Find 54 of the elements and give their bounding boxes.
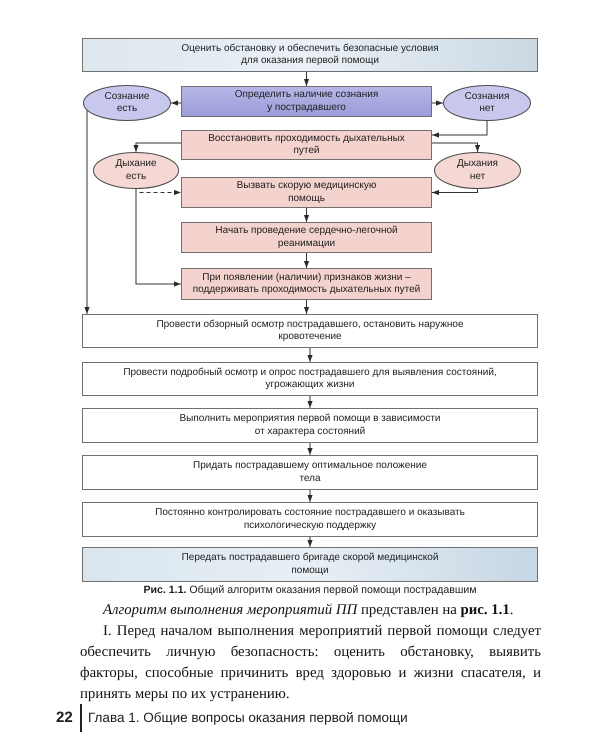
- condition-text: Сознание есть: [103, 90, 150, 116]
- step-box: [82, 362, 538, 396]
- arrow: [304, 208, 310, 222]
- step-text: При появлении (наличии) признаков жизни – поддерживать проходимость дыхательных путей: [192, 272, 422, 296]
- arrow: [170, 100, 182, 106]
- condition-text: Дыхание есть: [114, 158, 158, 183]
- arrow: [307, 536, 313, 548]
- arrow: [432, 188, 478, 196]
- step-text: Выполнить мероприятия первой помощи в зависимости от характера состояний: [178, 413, 442, 438]
- arrow: [84, 110, 90, 314]
- arrow: [136, 188, 182, 287]
- step-box: [82, 408, 538, 443]
- body-paragraph: I. Перед началом выполнения мероприятий первой помощи следует обеспечить личную безопасность: оценить обстановку, выявить факторы, способные причинить вред здоровью и жизни спасателя, и принять меры по их устранению.: [80, 622, 541, 704]
- step-text: Восстановить проходимость дыхательных путей: [207, 132, 406, 158]
- body-paragraph: Алгоритм выполнения мероприятий ПП представлен на рис. 1.1.: [101, 601, 514, 620]
- arrow: [133, 142, 182, 152]
- step-box: [82, 38, 538, 72]
- arrow: [304, 252, 310, 268]
- step-box: [181, 268, 432, 300]
- step-box: [82, 547, 538, 582]
- arrow: [307, 442, 313, 456]
- arrow: [432, 120, 488, 138]
- step-box: [82, 455, 538, 490]
- condition-ellipse: [443, 85, 531, 121]
- step-box: [82, 502, 538, 537]
- step-text: Постоянно контролировать состояние пострадавшего и оказывать психологическую поддержку: [154, 507, 466, 532]
- arrow: [307, 348, 313, 362]
- step-text: Провести обзорный осмотр пострадавшего, остановить наружное кровотечение: [155, 318, 465, 344]
- step-text: Определить наличие сознания у пострадавшего: [234, 89, 380, 114]
- condition-ellipse: [93, 152, 179, 189]
- arrow: [307, 396, 313, 408]
- step-text: Придать пострадавшему оптимальное положение тела: [192, 460, 428, 485]
- page-number: 22: [56, 709, 73, 726]
- arrow: [432, 142, 480, 152]
- arrow: [307, 490, 313, 502]
- step-box: [181, 177, 432, 208]
- condition-ellipse: [434, 152, 521, 189]
- figure-caption: Рис. 1.1. Общий алгоритм оказания первой помощи пострадавшим: [142, 584, 478, 597]
- step-box: [181, 86, 432, 117]
- step-text: Провести подробный осмотр и опрос пострадавшего для выявления состояний, угрожающих жизни: [122, 366, 498, 392]
- step-box: [181, 222, 432, 253]
- step-text: Передать пострадавшего бригаде скорой медицинской помощи: [180, 552, 440, 577]
- condition-text: Сознания нет: [464, 90, 510, 116]
- arrow: [304, 72, 310, 86]
- step-text: Вызвать скорую медицинскую помощь: [236, 180, 378, 205]
- arrow: [304, 300, 310, 314]
- running-footer: Глава 1. Общие вопросы оказания первой помощи: [88, 709, 408, 726]
- condition-text: Дыхания нет: [456, 158, 499, 183]
- step-text: Начать проведение сердечно-легочной реанимации: [214, 225, 399, 250]
- step-box: [181, 130, 432, 160]
- step-box: [82, 314, 538, 348]
- arrow: [432, 100, 444, 106]
- step-text: Оценить обстановку и обеспечить безопасные условия для оказания первой помощи: [180, 42, 440, 68]
- condition-ellipse: [83, 85, 171, 121]
